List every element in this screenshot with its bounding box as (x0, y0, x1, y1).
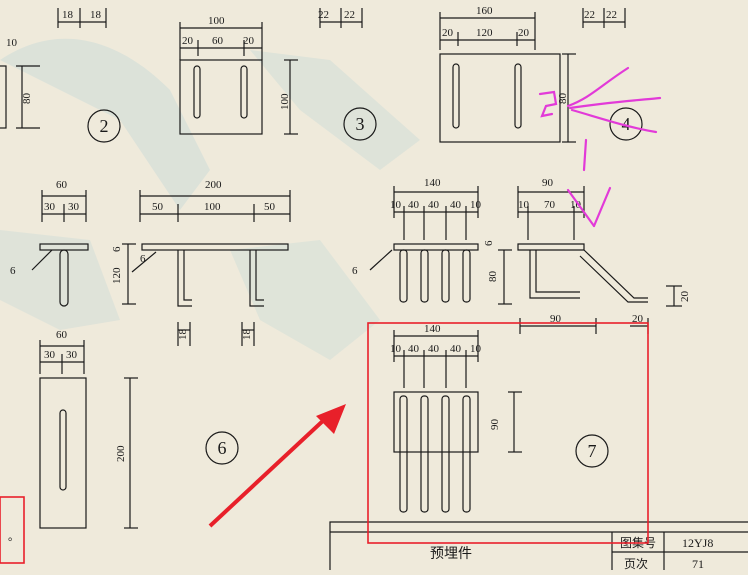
dim-comb-s3: 40 (428, 199, 440, 211)
background-watermark (0, 38, 420, 360)
dim-d4-a: 22 (584, 9, 595, 21)
dim-z-l: 10 (518, 199, 530, 211)
dim-left-a: 18 (62, 9, 74, 21)
red-arrow-icon (208, 404, 346, 528)
dim-comb-total: 140 (424, 177, 441, 189)
dim-u-b-l: 18 (177, 329, 189, 341)
drawing-linework (0, 8, 748, 570)
dim-u-l: 50 (152, 201, 164, 213)
dim-z-mid: 70 (544, 199, 556, 211)
dim-left-b: 18 (90, 9, 102, 21)
detail-number-3: 3 (356, 114, 365, 134)
detail-number-7: 7 (588, 441, 597, 461)
dim-d7-s1: 10 (390, 343, 402, 355)
highlight-box-detail-7 (367, 322, 649, 544)
dim-left-top: 10 (6, 37, 18, 49)
dim-d7-s5: 10 (470, 343, 482, 355)
dim-d2-total: 100 (208, 15, 225, 27)
dim-t-total: 60 (56, 179, 68, 191)
dim-t-weld: 6 (10, 265, 16, 277)
dim-d7-h: 90 (489, 419, 501, 431)
dim-d4-h: 80 (557, 93, 569, 105)
dim-d6-h: 200 (115, 445, 127, 462)
dim-u-r: 50 (264, 201, 276, 213)
dim-d7-s3: 40 (428, 343, 440, 355)
marker-scribble-icon (538, 66, 662, 228)
dim-comb-s1: 10 (390, 199, 402, 211)
dim-comb-s2: 40 (408, 199, 420, 211)
dim-t-weld2: 6 (111, 246, 123, 252)
dim-z-weld: 6 (483, 240, 495, 246)
dim-z-drop2: 20 (679, 291, 691, 303)
highlight-box-left (0, 496, 25, 564)
dim-d4-edge-l: 20 (442, 27, 454, 39)
detail-number-6: 6 (218, 438, 227, 458)
dim-d7-s2: 40 (408, 343, 420, 355)
dim-d6-l: 30 (44, 349, 56, 361)
dim-d2-h: 100 (279, 93, 291, 110)
dim-d2-edge-r: 20 (243, 35, 255, 47)
dim-u-weld: 6 (140, 253, 146, 265)
page-label: 页次 (624, 557, 648, 570)
dim-left-h: 80 (21, 93, 33, 105)
dim-d4-total: 160 (476, 5, 493, 17)
dim-z-h: 80 (487, 271, 499, 283)
dim-d4-b: 22 (606, 9, 617, 21)
dim-comb-weld: 6 (352, 265, 358, 277)
page-title: 预埋件 (430, 546, 472, 562)
dim-comb-s5: 10 (470, 199, 482, 211)
dim-u-total: 200 (205, 179, 222, 191)
dim-d6-total: 60 (56, 329, 68, 341)
dim-t-h: 120 (111, 267, 123, 284)
dim-t-l: 30 (44, 201, 56, 213)
dim-u-b-r: 18 (241, 329, 253, 341)
left-edge-mark: 。 (8, 531, 19, 543)
dim-d3-b: 22 (344, 9, 355, 21)
dim-d3-a: 22 (318, 9, 329, 21)
dim-u-mid: 100 (204, 201, 221, 213)
dim-d7-s4: 40 (450, 343, 462, 355)
dim-z-r: 10 (570, 199, 582, 211)
dim-d2-mid: 60 (212, 35, 224, 47)
dim-d6-r: 30 (66, 349, 78, 361)
dim-d7-total: 140 (424, 323, 441, 335)
dim-z-total: 90 (542, 177, 554, 189)
dim-comb-s4: 40 (450, 199, 462, 211)
dim-z-bottom: 90 (550, 313, 562, 325)
atlas-value: 12YJ8 (682, 536, 713, 550)
dim-t-r: 30 (68, 201, 80, 213)
dim-d2-edge-l: 20 (182, 35, 194, 47)
dim-z-drop: 20 (632, 313, 644, 325)
detail-number-2: 2 (100, 116, 109, 136)
detail-number-4: 4 (622, 114, 631, 134)
page-value: 71 (692, 557, 704, 570)
dim-d4-edge-r: 20 (518, 27, 530, 39)
dim-d4-mid: 120 (476, 27, 493, 39)
